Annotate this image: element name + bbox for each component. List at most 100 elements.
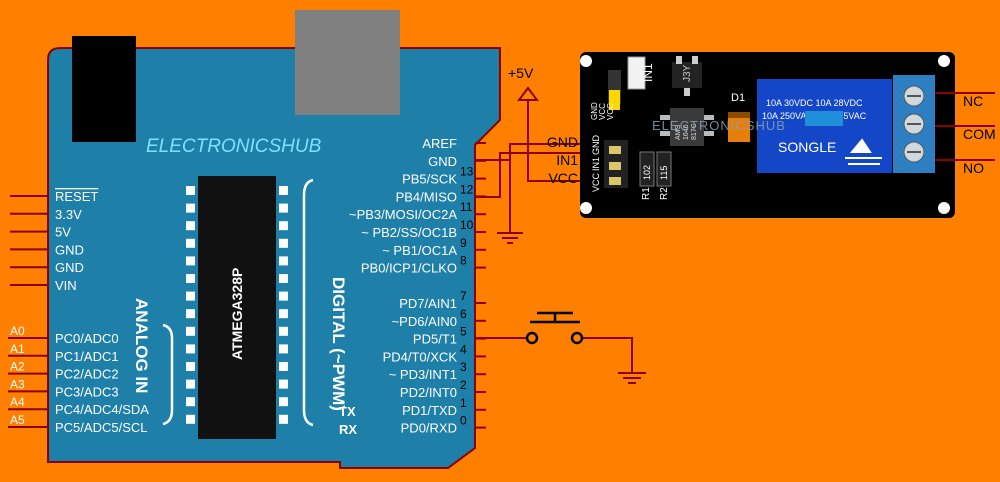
- tx-label: TX: [339, 404, 356, 419]
- power-pin-label: 5V: [55, 225, 71, 240]
- resistor-r2-label: R2: [659, 187, 670, 200]
- analog-pin-label: PC5/ADC5/SCL: [55, 420, 147, 435]
- digital-pin-label: PD5/T1: [413, 332, 457, 347]
- digital-pin-label: GND: [428, 154, 457, 169]
- resistor-r1-value: 102: [642, 165, 652, 180]
- transistor-lead: [676, 56, 682, 64]
- chip-label: ATMEGA328P: [229, 268, 245, 360]
- supply-label: +5V: [508, 65, 534, 81]
- digital-pin-label: ~PD6/AIN0: [392, 314, 457, 329]
- analog-pin-number: A3: [10, 377, 25, 391]
- jumper-cap: [609, 90, 620, 110]
- analog-pin-number: A0: [10, 324, 25, 338]
- jumper-label: GND: [590, 102, 599, 120]
- transistor-label: J3Y: [682, 64, 693, 82]
- header-label: VCC: [591, 172, 601, 192]
- analog-title: ANALOG IN: [132, 298, 151, 393]
- digital-pin-label: PD4/T0/XCK: [383, 349, 458, 364]
- ic-pins: [660, 115, 714, 136]
- chip-pin: [279, 221, 288, 231]
- digital-pin-number: 7: [460, 289, 467, 303]
- digital-pin-number: 0: [460, 414, 467, 428]
- chip-pin: [186, 221, 195, 231]
- power-jack: [72, 36, 136, 142]
- digital-pin-number: 10: [460, 218, 474, 232]
- analog-pin-number: A4: [10, 395, 25, 409]
- analog-pin-label: PC3/ADC3: [55, 384, 119, 399]
- resistor-r2-value: 115: [659, 166, 669, 180]
- digital-pin-label: ~ PB2/SS/OC1B: [361, 225, 457, 240]
- wire-vcc: [527, 100, 585, 182]
- chip-pin: [279, 203, 288, 213]
- chip-pin: [279, 379, 288, 389]
- digital-pin-number: 9: [460, 236, 467, 250]
- chip-pin: [186, 414, 195, 424]
- chip-pin: [279, 274, 288, 283]
- digital-pin-number: 8: [460, 254, 467, 268]
- ic-pin: [704, 115, 714, 120]
- digital-pin-label: PD0/RXD: [401, 421, 457, 436]
- digital-pin-label: PD7/AIN1: [399, 296, 457, 311]
- transistor: [672, 62, 702, 88]
- header-pin: [609, 177, 621, 185]
- chip-pin: [186, 362, 195, 371]
- relay-rating-1: 10A 30VDC 10A 28VDC: [766, 98, 863, 108]
- digital-title: DIGITAL (~PWM): [329, 277, 348, 411]
- chip-pin: [279, 309, 288, 319]
- chip-pin: [279, 238, 288, 248]
- relay-output-label: COM: [963, 126, 996, 142]
- ic-text-line: 1646: [683, 124, 690, 140]
- relay-watermark-bg: [805, 111, 843, 126]
- chip-pin: [186, 203, 195, 213]
- jumper-label: VCC: [606, 103, 615, 120]
- in1-board-label: IN1: [641, 63, 655, 82]
- digital-pin-label: PB5/SCK: [402, 172, 457, 187]
- usb-connector: [295, 10, 400, 115]
- relay-logo: [845, 138, 882, 165]
- diode-label: D1: [731, 92, 745, 104]
- ic-pin: [704, 131, 714, 136]
- jumper-label: VCC: [598, 103, 607, 120]
- digital-pin-label: ~PB3/MOSI/OC2A: [349, 207, 457, 222]
- optocoupler-ic: [670, 108, 704, 146]
- digital-pin-number: 3: [460, 360, 467, 374]
- chip-pin: [186, 274, 195, 283]
- digital-pin-number: 4: [460, 342, 467, 356]
- analog-bracket: [162, 323, 174, 426]
- analog-pin-label: PC2/ADC2: [55, 367, 119, 382]
- digital-pin-number: 6: [460, 307, 467, 321]
- analog-pin-label: PC4/ADC4/SDA: [55, 402, 149, 417]
- chip-pin: [279, 344, 288, 354]
- power-pin-label: VIN: [55, 278, 77, 293]
- digital-bracket: [302, 178, 314, 427]
- supply-arrow: [517, 86, 539, 101]
- resistor-r1-label: R1: [641, 187, 652, 200]
- chip-pin: [186, 326, 195, 336]
- chip-pin: [279, 256, 288, 266]
- ground-symbol-relay: [497, 232, 523, 244]
- ic-pin: [660, 131, 670, 136]
- relay-input-label: VCC: [548, 170, 578, 186]
- rx-label: RX: [339, 422, 357, 437]
- diode-band: [728, 112, 750, 118]
- relay-switch-symbol: [937, 89, 949, 117]
- header-pin: [609, 162, 621, 170]
- in1-led: [627, 56, 646, 90]
- resistor-r2: [656, 151, 672, 187]
- mount-hole: [938, 202, 950, 214]
- chip-pins-right: [279, 186, 288, 424]
- digital-pin-number: 2: [460, 378, 467, 392]
- relay-input-label: GND: [547, 134, 578, 150]
- analog-pin-number: A1: [10, 342, 25, 356]
- chip-pin: [186, 186, 195, 195]
- mount-hole: [580, 202, 592, 214]
- digital-pin-label: ~ PD3/INT1: [389, 367, 457, 382]
- push-button: [525, 311, 584, 345]
- header-pin: [609, 146, 621, 154]
- chip-pin: [279, 291, 288, 301]
